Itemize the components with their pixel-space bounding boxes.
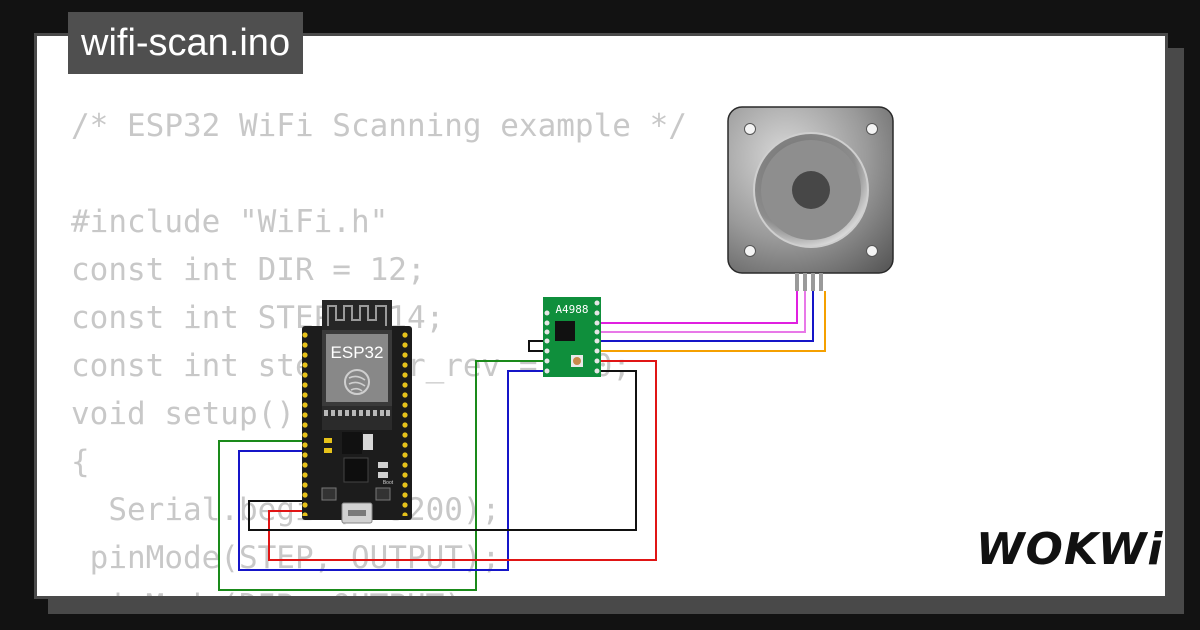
a4988-pins-left — [544, 310, 550, 374]
a4988-pins-right — [594, 300, 600, 374]
micro-usb-slot — [348, 510, 366, 516]
esp32-antenna — [322, 300, 392, 330]
a4988-label: A4988 — [555, 303, 588, 316]
wire-motor-b2[interactable] — [598, 291, 826, 352]
code-line: /* ESP32 WiFi Scanning example */ — [71, 108, 687, 144]
module-pad-row — [324, 410, 390, 416]
potentiometer-knob — [573, 357, 581, 365]
wire-motor-b1[interactable] — [598, 291, 814, 342]
esp32-pin-header-right — [402, 330, 412, 516]
motor-screw — [866, 245, 878, 257]
wire-motor-a1[interactable] — [598, 291, 798, 324]
smd-component — [378, 462, 388, 468]
wire-driver-jumper[interactable] — [528, 340, 544, 352]
motor-lead — [811, 273, 815, 291]
code-line: const int STEP = 14; — [71, 300, 445, 336]
smd-component — [378, 472, 388, 478]
motor-screw — [744, 123, 756, 135]
wokwi-logo: WOKWi — [976, 524, 1164, 575]
espressif-logo-icon — [344, 369, 370, 395]
boot-label: Boot — [383, 480, 394, 486]
wire-black[interactable] — [248, 370, 637, 531]
usb-uart-chip — [343, 457, 369, 483]
motor-lead — [795, 273, 799, 291]
motor-screw — [744, 245, 756, 257]
antenna-trace — [327, 305, 387, 326]
a4988-chip — [555, 321, 575, 341]
esp32-devkit[interactable]: ESP32 Boot — [302, 300, 412, 524]
esp32-shield — [326, 334, 388, 402]
stepper-motor[interactable] — [727, 106, 894, 291]
motor-shaft — [792, 171, 830, 209]
esp32-label: ESP32 — [331, 343, 384, 362]
motor-lead — [803, 273, 807, 291]
wire-green[interactable] — [218, 360, 544, 591]
smd-component — [324, 438, 332, 443]
motor-screw — [866, 123, 878, 135]
esp32-module-pads — [322, 406, 392, 430]
code-line: #include "WiFi.h" — [71, 204, 389, 240]
en-button[interactable] — [321, 487, 337, 501]
wires — [218, 291, 826, 591]
code-line: void setup() — [71, 396, 295, 432]
esp32-pin-header-left — [302, 330, 312, 516]
wire-motor-a2[interactable] — [598, 291, 806, 333]
a4988-driver[interactable]: A4988 — [543, 297, 601, 377]
boot-button[interactable] — [375, 487, 391, 501]
code-preview: /* ESP32 WiFi Scanning example */ #includ… — [71, 102, 687, 596]
code-line: { — [71, 444, 90, 480]
espressif-logo-mark — [348, 375, 366, 392]
code-line: const int DIR = 12; — [71, 252, 426, 288]
motor-lead — [819, 273, 823, 291]
wire-red[interactable] — [268, 360, 657, 561]
code-line: pinMode(DIR, OUTPUT); — [71, 582, 687, 596]
voltage-regulator — [342, 432, 362, 454]
regulator-tab — [363, 434, 373, 450]
smd-component — [324, 448, 332, 453]
wire-blue[interactable] — [238, 370, 544, 571]
project-filename-tab: wifi-scan.ino — [68, 12, 304, 74]
